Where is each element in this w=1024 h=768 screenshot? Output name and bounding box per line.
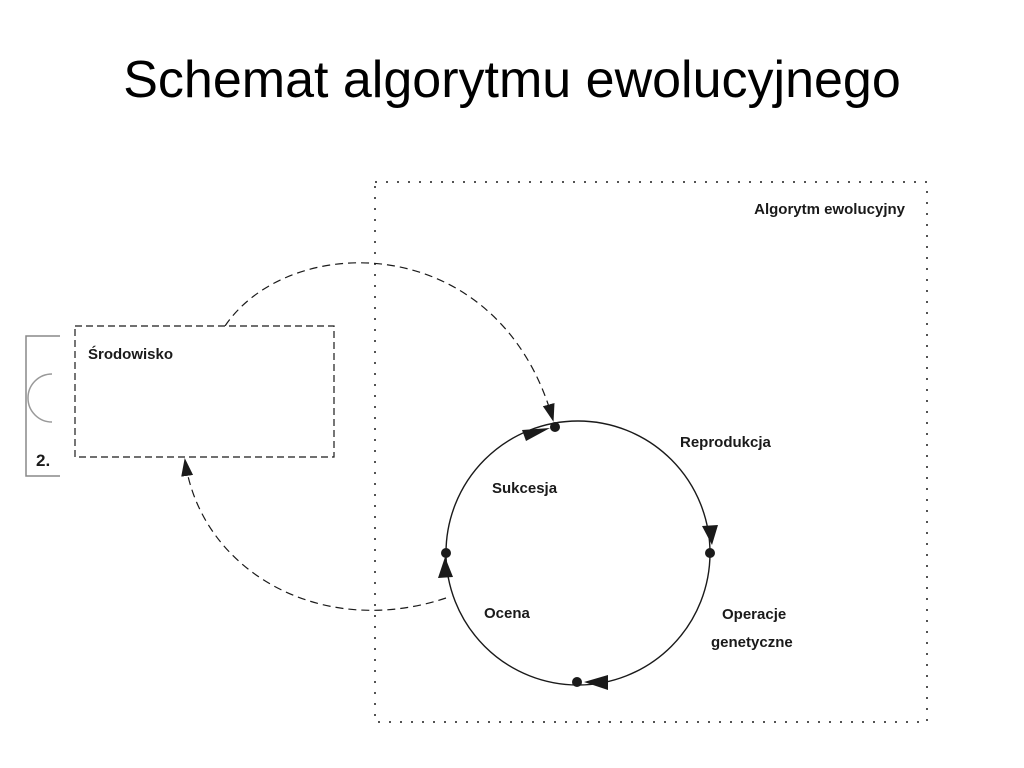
label-genetic-operations-line1: Operacje: [722, 606, 786, 623]
cycle-to-environment-arrow: [181, 458, 447, 611]
cycle-arrowhead-succession: [522, 428, 550, 441]
label-reproduction: Reprodukcja: [680, 434, 772, 451]
environment-label: Środowisko: [88, 345, 173, 363]
cycle-arrowhead-evaluation: [438, 557, 453, 578]
algorithm-boundary-box: [374, 181, 928, 723]
slide-title: Schemat algorytmu ewolucyjnego: [123, 51, 901, 109]
cycle-arrowhead-reproduction: [702, 525, 718, 545]
evolution-cycle-ring: [445, 420, 711, 686]
cycle-node-right: [705, 548, 715, 558]
cycle-node-top: [550, 422, 560, 432]
label-genetic-operations-line2: genetyczne: [711, 634, 793, 651]
cycle-node-left: [441, 548, 451, 558]
label-evaluation: Ocena: [484, 605, 531, 622]
background-fragment-arc: [27, 373, 53, 423]
environment-to-cycle-arrow: [224, 262, 555, 422]
background-fragment-frame: [25, 335, 60, 477]
label-succession: Sukcesja: [492, 480, 558, 497]
cycle-node-bottom: [572, 677, 582, 687]
algorithm-boundary-label: Algorytm ewolucyjny: [754, 201, 906, 218]
cycle-arrowhead-genetic-operations: [584, 675, 608, 690]
background-fragment-label: 2.: [36, 451, 50, 470]
background-fragment: 2.: [25, 335, 60, 477]
environment-box: [74, 325, 335, 458]
